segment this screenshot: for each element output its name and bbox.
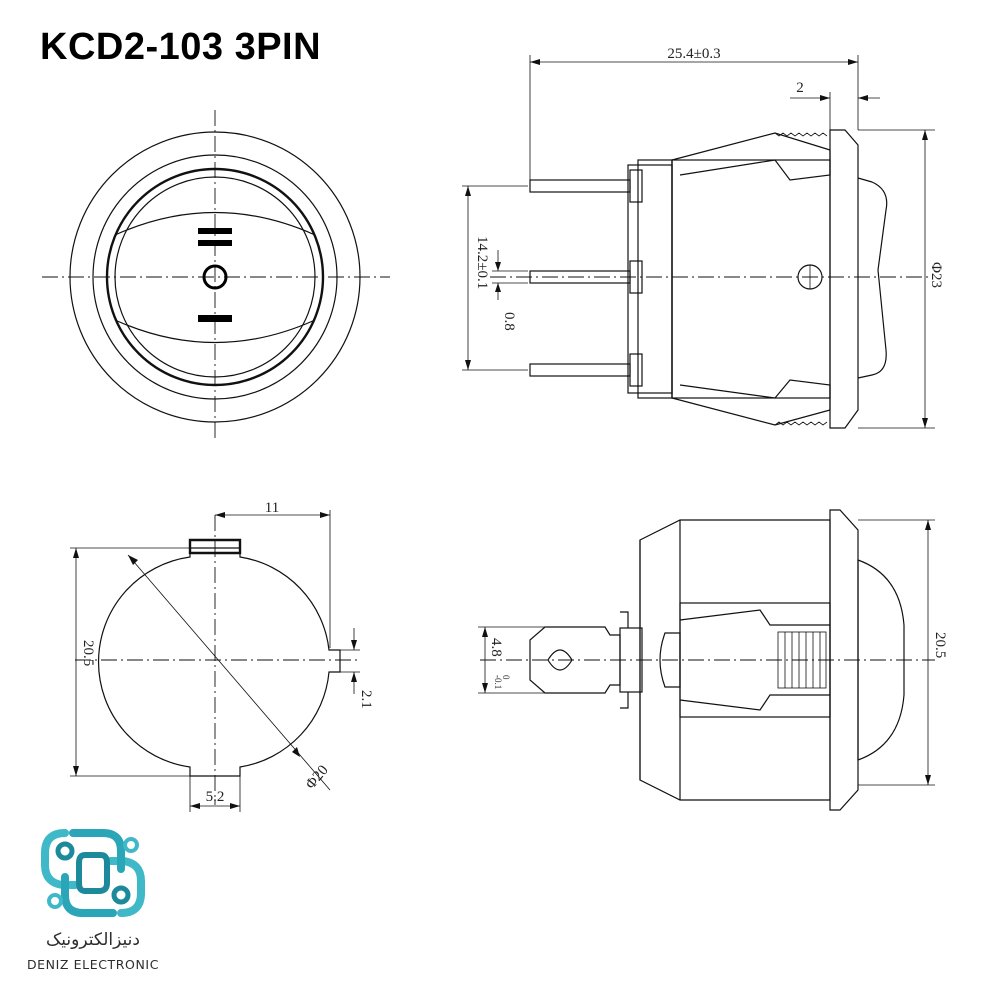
terminal-width-label: 4.8 <box>488 638 504 657</box>
terminal-pin <box>529 353 643 387</box>
front-view <box>42 110 390 440</box>
brand-name-persian: دنیزالکترونیک <box>46 930 140 950</box>
panel-cutout-view: Φ20 11 20.5 2.1 5.2 <box>70 500 374 812</box>
on-symbol-icon <box>198 228 232 246</box>
key-offset-label: 2.1 <box>358 690 374 709</box>
off-symbol-icon <box>198 315 232 322</box>
side-view: 25.4±0.3 2 <box>462 46 944 429</box>
top-view: 4.8 0 -0.1 20.5 <box>478 509 948 811</box>
bezel-diameter-label: Φ23 <box>928 262 944 288</box>
circuit-knot-logo-icon <box>41 829 145 917</box>
page-title: KCD2-103 3PIN <box>40 26 322 68</box>
cutout-height-label: 20.5 <box>80 640 96 666</box>
pin-thickness-label: 0.8 <box>501 312 517 331</box>
bezel-thickness-label: 2 <box>796 80 804 96</box>
hole-diameter-label: Φ20 <box>303 762 332 792</box>
terminal-pin <box>529 169 643 203</box>
terminal-tolerance-upper: 0 <box>501 675 511 680</box>
overall-length-label: 25.4±0.3 <box>667 46 720 62</box>
pin-span-label: 14.2±0.1 <box>474 236 490 289</box>
cutout-width-label: 11 <box>265 500 279 516</box>
brand-name-english: DENIZ ELECTRONIC <box>26 957 160 972</box>
body-height-label: 20.5 <box>932 632 948 658</box>
terminal-tolerance-lower: -0.1 <box>493 675 503 689</box>
center-symbol-icon <box>202 264 228 290</box>
key-width-label: 5.2 <box>206 789 225 805</box>
